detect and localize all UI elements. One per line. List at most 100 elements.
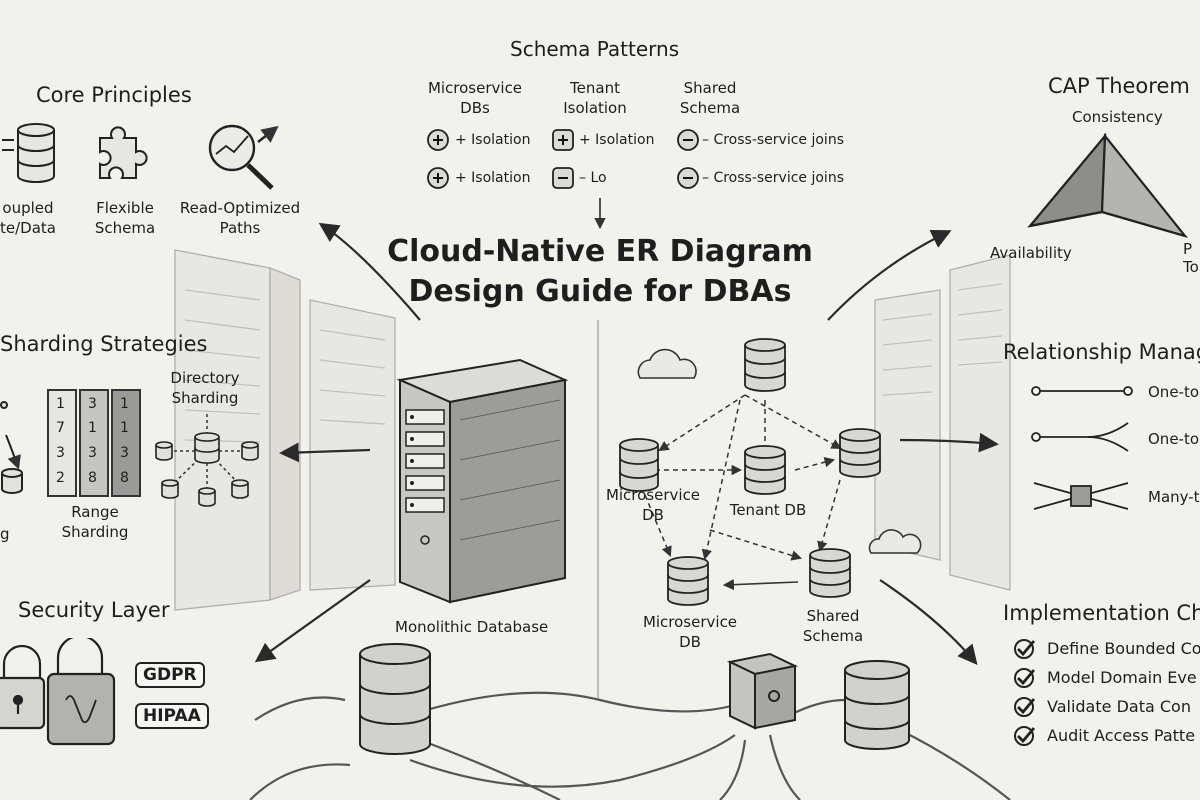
checklist-item-2: Model Domain Eve	[1047, 668, 1197, 687]
network-microservice-left-label: Microservice DB	[598, 485, 708, 525]
directory-sharding-icon	[155, 413, 259, 507]
grid-cell: 1	[120, 396, 129, 412]
schema-col-3: Shared Schema	[675, 78, 745, 118]
grid-cell: 3	[88, 445, 97, 461]
network-microservice-bottom-label: Microservice DB	[635, 612, 745, 652]
grid-cell: 3	[120, 445, 129, 461]
grid-cell: 8	[120, 470, 129, 486]
checklist-heading: Implementation Ch	[1003, 601, 1200, 625]
range-sharding-label: Range Sharding	[50, 502, 140, 542]
grid-cell: 1	[56, 396, 65, 412]
bottom-hardware	[359, 643, 910, 755]
schema-col-3-line-1: Shared	[683, 79, 737, 97]
schema-col-3-line-2: Schema	[679, 99, 741, 117]
database-icon	[839, 428, 881, 478]
principle-item-3-line-2: Paths	[219, 219, 261, 237]
schema-row1-col2: + Isolation	[579, 132, 655, 148]
arrow-to-relationships	[899, 432, 999, 453]
sharding-heading: Sharding Strategies	[0, 332, 208, 356]
cap-partition-label: P To	[1183, 240, 1199, 276]
page-title: Cloud-Native ER Diagram Design Guide for…	[385, 232, 815, 312]
gdpr-badge: GDPR	[135, 662, 205, 688]
arrow-to-core-principles	[318, 222, 421, 321]
hash-sharding-label: g	[0, 525, 10, 543]
db-network-diagram	[619, 338, 881, 606]
schema-col-2: Tenant Isolation	[555, 78, 635, 118]
principle-item-1: oupled te/Data	[0, 198, 56, 238]
cap-triangle	[1027, 132, 1189, 239]
security-heading: Security Layer	[18, 598, 170, 622]
grid-cell: 8	[88, 470, 97, 486]
checklist-item-3: Validate Data Con	[1047, 697, 1191, 716]
checklist-item-1: Define Bounded Co	[1047, 639, 1200, 658]
microservice-left-line-1: Microservice	[605, 486, 701, 504]
shard-column-2	[79, 389, 109, 497]
arrow-to-sharding	[279, 442, 371, 463]
hipaa-badge: HIPAA	[135, 703, 209, 729]
principle-item-3: Read-Optimized Paths	[170, 198, 310, 238]
principle-item-1-line-2: te/Data	[0, 219, 56, 237]
cloud-icon	[637, 348, 697, 379]
relationship-item-2: One-to	[1148, 430, 1200, 448]
arrow-to-cap-theorem	[827, 230, 952, 321]
checklist-item-4: Audit Access Patte	[1047, 726, 1196, 745]
database-icon	[667, 556, 709, 606]
arrow-to-checklist	[879, 579, 978, 666]
range-sharding-grid: 1 3 1 7 1 1 3 3 3 2 8 8	[47, 389, 141, 497]
microservice-bottom-line-1: Microservice	[642, 613, 738, 631]
grid-cell: 1	[120, 420, 129, 436]
checkmark-icons	[1014, 639, 1036, 746]
title-line-1: Cloud-Native ER Diagram	[387, 234, 813, 269]
schema-row1-col3: – Cross-service joins	[702, 132, 844, 148]
directory-sharding-line-2: Sharding	[171, 389, 239, 407]
monolithic-server-icon	[396, 358, 569, 604]
network-tenant-label: Tenant DB	[729, 501, 807, 519]
relationship-heading: Relationship Manag	[1003, 340, 1200, 364]
cables	[249, 691, 1011, 800]
grid-cell: 3	[88, 396, 97, 412]
schema-col-1: Microservice DBs	[420, 78, 530, 118]
padlock-icon	[46, 638, 116, 746]
database-icon	[809, 548, 851, 598]
puzzle-icon	[99, 126, 148, 179]
grid-cell: 1	[88, 420, 97, 436]
relationship-item-1: One-to	[1148, 383, 1200, 401]
range-sharding-line-2: Sharding	[61, 523, 129, 541]
principle-item-2: Flexible Schema	[85, 198, 165, 238]
principle-item-3-line-1: Read-Optimized	[179, 199, 301, 217]
shared-line-2: Schema	[802, 627, 864, 645]
hash-sharding-icon	[0, 401, 23, 494]
cap-availability-label: Availability	[990, 244, 1072, 262]
title-line-2: Design Guide for DBAs	[408, 274, 792, 309]
relationship-icons	[1031, 386, 1133, 510]
schema-col-1-line-2: DBs	[460, 99, 490, 117]
database-icon	[619, 438, 659, 492]
cap-partition-line-2: To	[1183, 258, 1199, 276]
core-principles-heading: Core Principles	[36, 83, 192, 107]
grid-cell: 2	[56, 470, 65, 486]
shared-line-1: Shared	[806, 607, 860, 625]
server-rack-right	[874, 254, 1011, 591]
relationship-item-3: Many-t	[1148, 488, 1200, 506]
core-principles-icons	[2, 123, 279, 190]
schema-row1-col1: + Isolation	[455, 132, 531, 148]
microservice-left-line-2: DB	[642, 506, 664, 524]
principle-item-1-line-1: oupled	[2, 199, 54, 217]
arrow-to-security	[254, 579, 371, 663]
principle-item-2-line-1: Flexible	[96, 199, 154, 217]
grid-cell: 3	[56, 445, 65, 461]
schema-pattern-icons	[427, 129, 699, 189]
cap-partition-line-1: P	[1183, 240, 1193, 258]
padlock-icons	[0, 638, 116, 746]
database-icon	[2, 123, 55, 183]
directory-sharding-label: Directory Sharding	[155, 368, 255, 408]
network-switch-icon	[726, 652, 799, 730]
database-icon	[744, 338, 786, 392]
schema-row2-col3: – Cross-service joins	[702, 170, 844, 186]
server-rack-left	[174, 249, 396, 611]
cloud-icon	[868, 529, 922, 554]
network-links	[644, 394, 842, 561]
cap-consistency-label: Consistency	[1072, 108, 1163, 126]
grid-cell: 7	[56, 420, 65, 436]
